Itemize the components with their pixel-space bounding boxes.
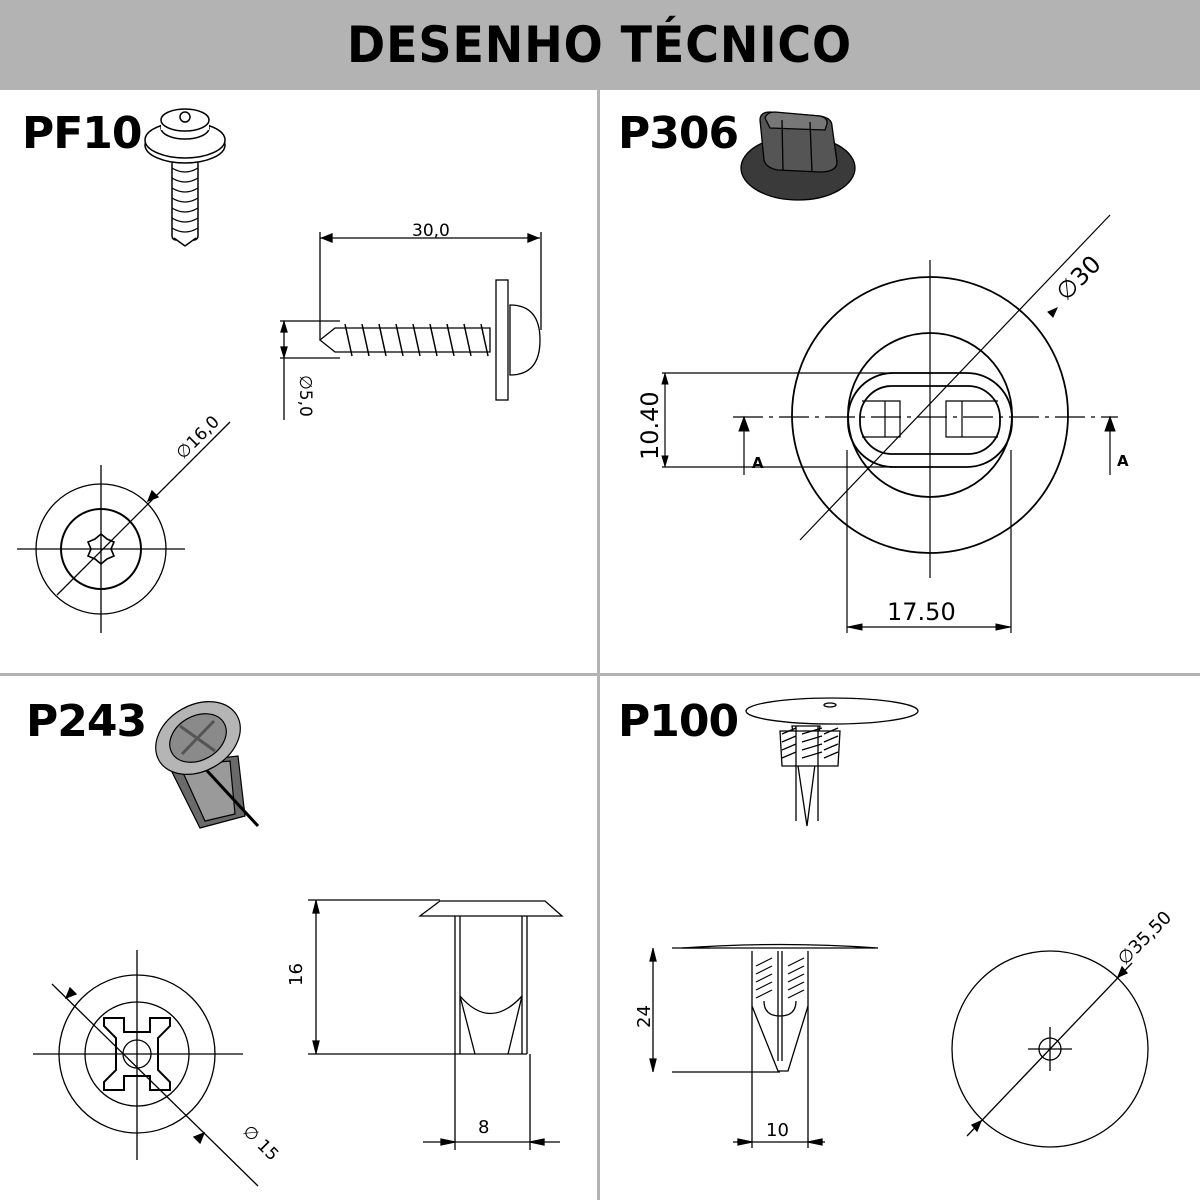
p100-drawing: 24 10 ∅35,50: [634, 697, 1176, 1148]
p243-drawing: ∅ 15 16 8: [33, 701, 564, 1187]
rivet-3d-icon: [155, 701, 260, 829]
part-code: P306: [618, 108, 739, 159]
horizontal-divider: [0, 673, 1200, 676]
page-title: DESENHO TÉCNICO: [347, 16, 853, 74]
section-label-right: A: [1117, 452, 1129, 470]
vertical-divider: [597, 90, 600, 1200]
grommet-3d-icon: [740, 111, 856, 201]
height-dimension: 24: [634, 1005, 655, 1028]
head-diameter-dimension: ∅16,0: [172, 412, 223, 463]
width-dimension: 8: [478, 1117, 489, 1138]
screw-3d-icon: [144, 108, 226, 247]
clip-3d-icon: [745, 697, 919, 827]
height-dimension: 10.40: [636, 391, 664, 460]
head-diameter-dimension: ∅35,50: [1114, 907, 1176, 969]
p306-drawing: ∅30 10.40 17.50 A A: [636, 111, 1129, 633]
part-code: P243: [26, 696, 147, 747]
panel-pf10: PF10 30,0: [0, 90, 597, 673]
clip-side-view: 24 10: [634, 943, 879, 1148]
screw-side-view: 30,0 ∅5,0: [280, 221, 542, 420]
width-dimension: 10: [766, 1120, 789, 1141]
header-banner: DESENHO TÉCNICO: [0, 0, 1200, 90]
pf10-drawing: 30,0 ∅5,0: [17, 108, 542, 633]
part-code: P100: [618, 696, 739, 747]
rivet-front-view: ∅ 15: [33, 950, 282, 1187]
rivet-side-view: 16 8: [286, 899, 564, 1150]
height-dimension: 16: [286, 963, 307, 986]
outer-diameter-dimension: ∅30: [1050, 250, 1106, 306]
panel-p243: P243 ∅ 15: [0, 676, 597, 1200]
grommet-top-view: ∅30 10.40 17.50 A A: [636, 214, 1129, 633]
section-label-left: A: [752, 454, 764, 472]
part-code: PF10: [22, 108, 143, 159]
screw-front-view: ∅16,0: [17, 412, 231, 633]
length-dimension: 30,0: [412, 221, 450, 241]
panel-p100: P100: [600, 676, 1200, 1200]
width-dimension: 17.50: [887, 598, 956, 626]
diameter-dimension: ∅ 15: [238, 1121, 282, 1165]
shank-diameter-dimension: ∅5,0: [295, 375, 315, 417]
panel-p306: P306 ∅30: [600, 90, 1200, 673]
clip-top-view: ∅35,50: [951, 907, 1176, 1148]
